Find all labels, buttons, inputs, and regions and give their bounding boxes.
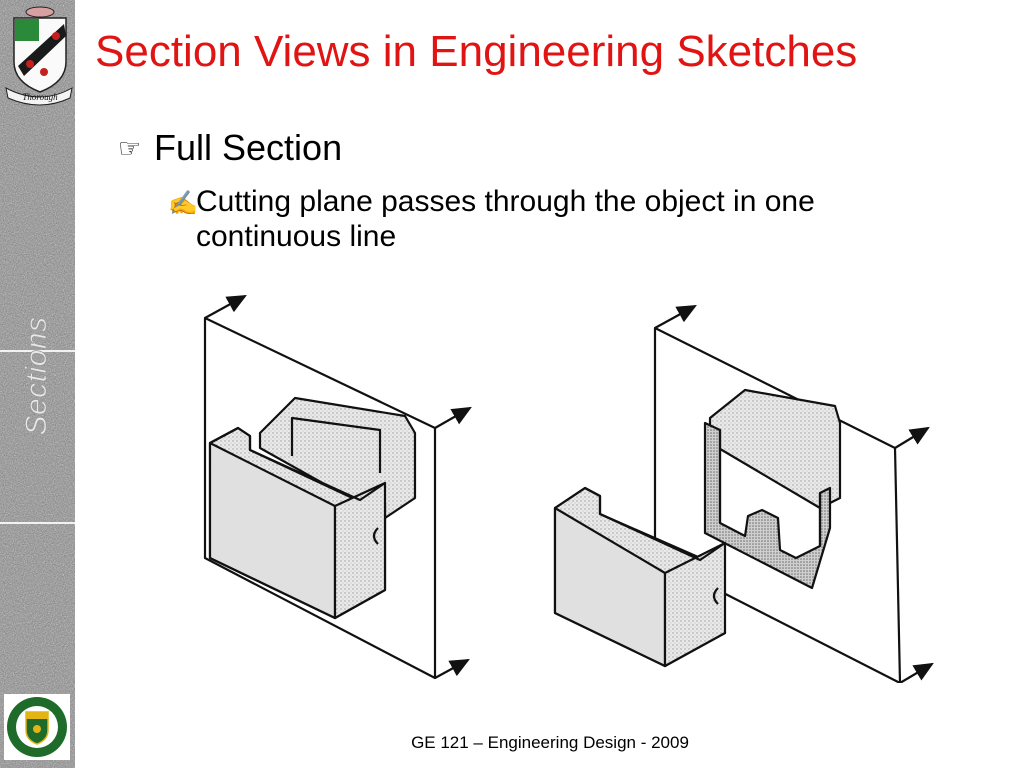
sidebar: Sections Thorough: [0, 0, 75, 768]
sidebar-divider: [0, 522, 75, 524]
sidebar-section-label: Sections: [20, 316, 54, 436]
bullet-level2-text: Cutting plane passes through the object …: [196, 185, 815, 253]
bullet-level1: ☞ Full Section: [118, 126, 342, 170]
removed-front-half: [553, 486, 727, 668]
writing-hand-icon: ✍: [168, 190, 198, 217]
bullet-level1-text: Full Section: [154, 127, 343, 168]
svg-text:Thorough: Thorough: [22, 92, 58, 102]
pointing-hand-icon: ☞: [118, 133, 142, 163]
college-crest-logo: Thorough: [5, 6, 73, 106]
sidebar-divider: [0, 350, 75, 352]
slide-title: Section Views in Engineering Sketches: [95, 27, 858, 76]
slide-footer: GE 121 – Engineering Design - 2009: [411, 733, 689, 752]
right-cutting-plane-view: [653, 304, 934, 683]
left-cutting-plane-view: [203, 294, 472, 680]
university-seal-logo: [4, 694, 70, 760]
bullet-level2: ✍ Cutting plane passes through the objec…: [168, 184, 928, 254]
granite-texture: [0, 0, 75, 768]
full-section-illustration: [203, 294, 934, 683]
